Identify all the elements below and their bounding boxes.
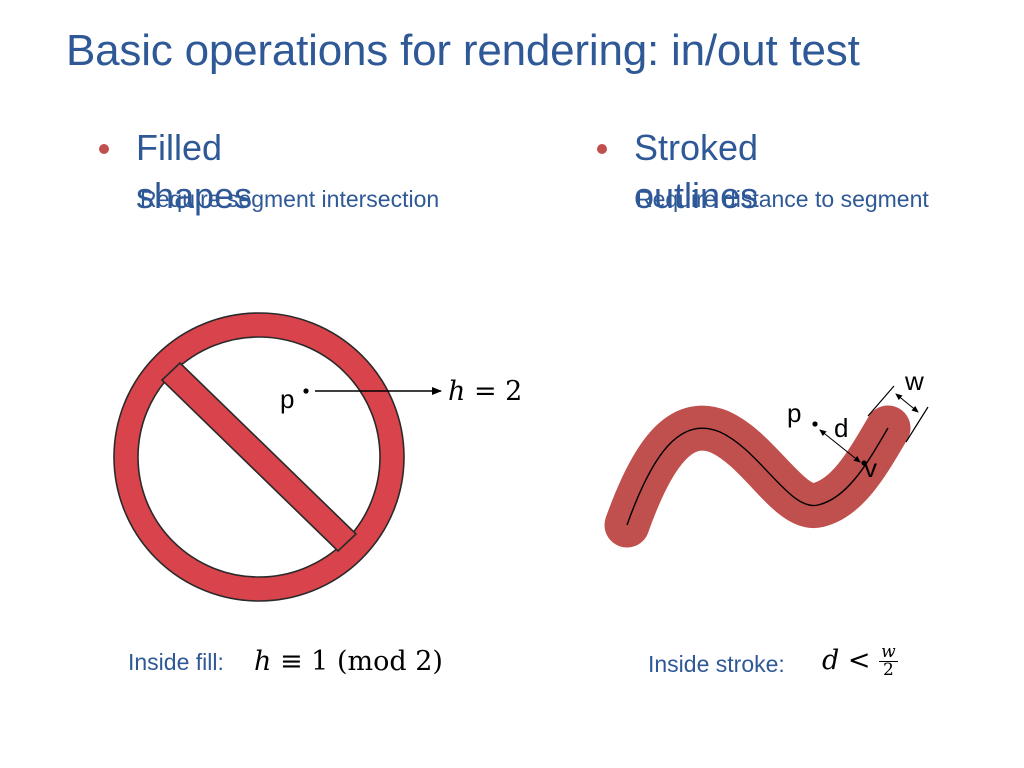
ray-label-var: h	[448, 376, 465, 407]
centerline	[626, 427, 889, 526]
fraction-numerator: w	[879, 642, 898, 662]
no-symbol-shape	[113, 312, 405, 602]
distance-label: d	[834, 413, 848, 443]
formula-var-h: h	[254, 646, 272, 677]
no-symbol-slash	[160, 361, 358, 553]
point-p-right	[812, 421, 818, 427]
point-p-label-right: p	[787, 398, 801, 428]
inside-fill-label: Inside fill:	[128, 649, 224, 675]
subtext-segment-intersection: Require segment intersection	[140, 186, 440, 212]
stroked-curve	[604, 405, 911, 548]
bullet-dot-right	[597, 144, 607, 154]
nearest-point-label: v	[864, 453, 877, 483]
nearest-point-v	[861, 460, 867, 466]
point-p-left	[303, 388, 309, 394]
no-symbol-ring	[113, 312, 405, 602]
bullet-dot-left	[99, 144, 109, 154]
ray-label-rest: = 2	[465, 376, 522, 407]
width-tick-right	[905, 406, 929, 443]
inside-fill-formula: h ≡ 1 (mod 2)	[254, 646, 443, 677]
inside-stroke-label: Inside stroke:	[648, 651, 785, 677]
formula-mod: ≡ 1 (mod 2)	[271, 646, 443, 677]
fraction-denominator: 2	[882, 660, 894, 680]
slide-title: Basic operations for rendering: in/out t…	[66, 26, 860, 75]
distance-arrow	[819, 429, 861, 463]
formula-var-d: d	[822, 645, 840, 676]
width-label: w	[904, 366, 924, 396]
ray-label: h = 2	[448, 376, 522, 407]
bullet-stroked-outlines: Stroked outlines	[634, 127, 759, 216]
bullet-filled-shapes: Filled shapes	[136, 127, 253, 216]
width-arrow	[895, 393, 919, 413]
subtext-distance-to-segment: Require distance to segment	[636, 186, 929, 212]
formula-less-than: <	[839, 645, 880, 676]
width-tick-left	[867, 385, 895, 417]
point-p-label-left: p	[280, 384, 294, 414]
stroke-band	[604, 405, 911, 548]
